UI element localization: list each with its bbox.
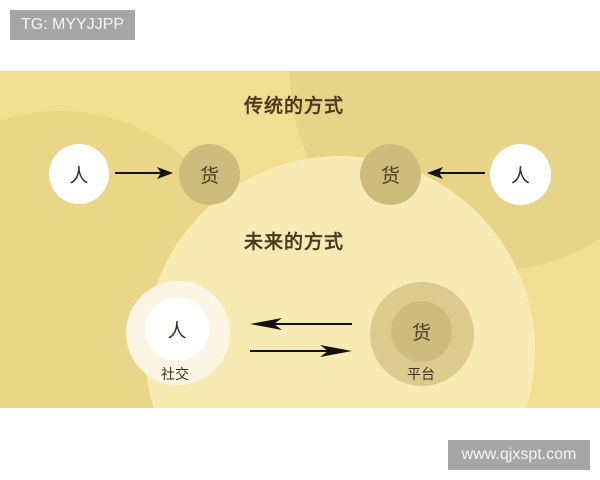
arrow-right-icon [115, 167, 173, 179]
arrow-left-icon [250, 318, 352, 330]
goods-node-right: 货 [360, 144, 421, 205]
person-node-left: 人 [49, 144, 109, 204]
traditional-title: 传统的方式 [244, 95, 345, 117]
watermark-bottom-right: www.qjxspt.com [448, 440, 590, 470]
arrow-left-icon [427, 167, 485, 179]
person-node-future: 人 [145, 297, 209, 361]
goods-node-left: 货 [179, 144, 240, 205]
future-title: 未来的方式 [244, 231, 345, 253]
diagram-panel: 传统的方式 人 货 货 人 未来的方式 人 社交 货 平台 [0, 71, 600, 408]
goods-node-future: 货 [391, 301, 452, 362]
person-node-right: 人 [490, 144, 551, 205]
platform-label: 平台 [407, 367, 435, 383]
social-label: 社交 [161, 367, 189, 383]
arrow-right-icon [250, 345, 352, 357]
watermark-top-left: TG: MYYJJPP [10, 10, 135, 40]
